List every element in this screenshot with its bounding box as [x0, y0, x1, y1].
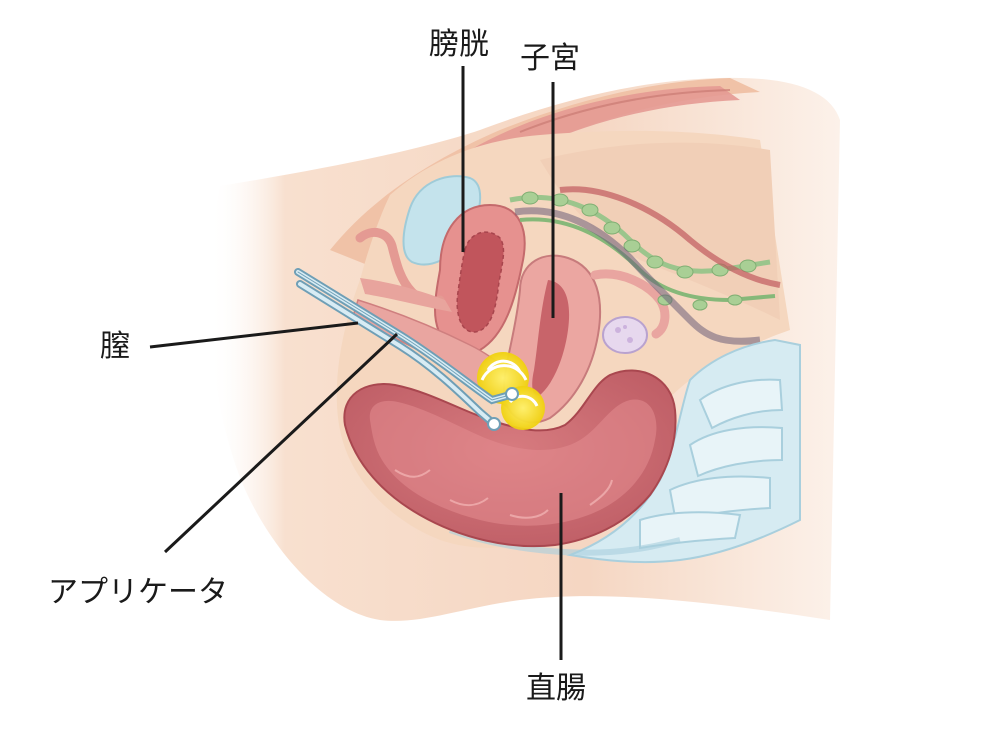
leader-vagina: [149, 321, 359, 349]
label-bladder: 膀胱: [429, 27, 489, 62]
label-uterus: 子宮: [520, 41, 580, 76]
label-rectum: 直腸: [526, 671, 586, 706]
ovary: [602, 316, 648, 354]
leader-lines: [149, 66, 563, 660]
label-applicator: アプリケータ: [48, 575, 228, 610]
leader-applicator: [163, 332, 399, 554]
applicator: [294, 268, 519, 431]
label-vagina: 膣: [100, 329, 130, 364]
